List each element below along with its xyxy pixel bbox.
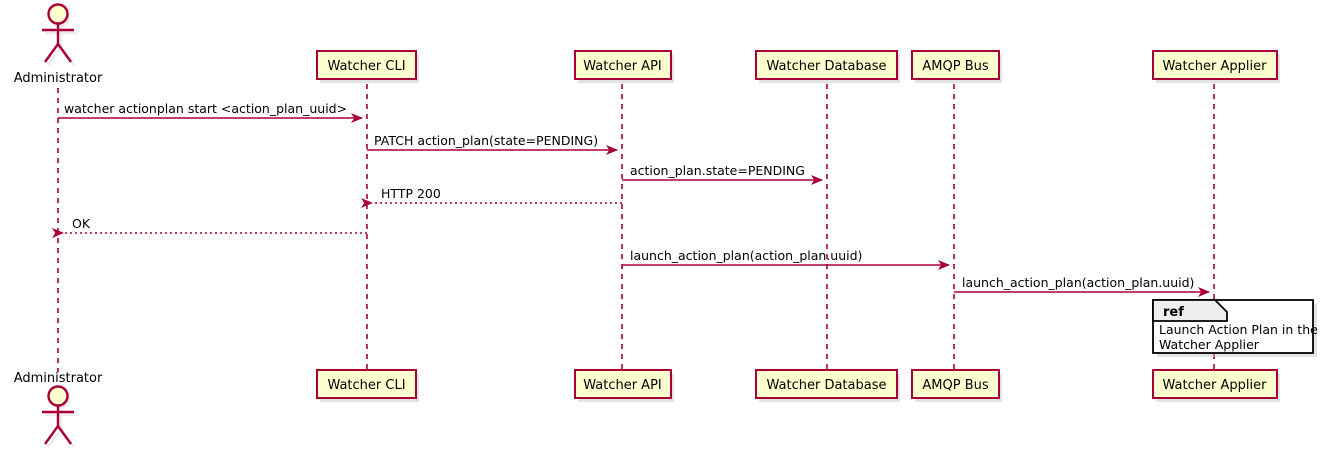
actor-leg-left xyxy=(44,43,59,63)
participant-label: Watcher API xyxy=(583,378,662,393)
actor-leg-left xyxy=(44,425,59,445)
ref-body-line-1: Launch Action Plan in the xyxy=(1159,322,1318,337)
participant-label: Watcher CLI xyxy=(327,59,405,74)
participant-box xyxy=(911,50,1000,80)
actor-figure xyxy=(42,385,74,445)
ref-fragment[interactable]: ref Launch Action Plan in the Watcher Ap… xyxy=(1152,299,1318,357)
participant-label: AMQP Bus xyxy=(922,378,988,393)
participant-label: Watcher Applier xyxy=(1163,59,1268,74)
message-7-launch-action-plan-applier[interactable]: launch_action_plan(action_plan.uuid) xyxy=(954,275,1210,297)
participant-label: Watcher CLI xyxy=(327,378,405,393)
participant-box xyxy=(1152,369,1278,399)
message-label: HTTP 200 xyxy=(381,186,441,201)
actor-bottom-administrator[interactable]: Administrator xyxy=(14,371,103,448)
message-4-http-200[interactable]: HTTP 200 xyxy=(361,186,622,208)
message-label: action_plan.state=PENDING xyxy=(630,163,805,178)
participant-box xyxy=(1152,50,1278,80)
message-label: PATCH action_plan(state=PENDING) xyxy=(374,133,598,148)
message-5-ok[interactable]: OK xyxy=(52,216,367,238)
participant-bottom-watcher-database[interactable]: Watcher Database xyxy=(755,369,900,402)
message-label: launch_action_plan(action_plan.uuid) xyxy=(630,248,862,263)
participant-box xyxy=(911,369,1000,399)
participant-box xyxy=(316,50,417,80)
participant-label: AMQP Bus xyxy=(922,59,988,74)
actor-head-icon xyxy=(47,3,69,25)
participant-top-watcher-api[interactable]: Watcher API xyxy=(574,50,674,83)
message-label: watcher actionplan start <action_plan_uu… xyxy=(64,101,347,116)
participant-box xyxy=(316,369,417,399)
ref-title-label: ref xyxy=(1163,305,1184,320)
participant-top-watcher-applier[interactable]: Watcher Applier xyxy=(1152,50,1280,83)
actor-label: Administrator xyxy=(14,71,103,86)
message-6-launch-action-plan-bus[interactable]: launch_action_plan(action_plan.uuid) xyxy=(622,248,950,270)
participant-box xyxy=(755,369,898,399)
participant-label: Watcher Applier xyxy=(1163,378,1268,393)
participant-box xyxy=(755,50,898,80)
message-label: launch_action_plan(action_plan.uuid) xyxy=(962,275,1194,290)
participant-top-watcher-cli[interactable]: Watcher CLI xyxy=(316,50,419,83)
actor-label: Administrator xyxy=(14,371,103,386)
participant-bottom-amqp-bus[interactable]: AMQP Bus xyxy=(911,369,1002,402)
participant-bottom-watcher-applier[interactable]: Watcher Applier xyxy=(1152,369,1280,402)
message-2-patch-action-plan[interactable]: PATCH action_plan(state=PENDING) xyxy=(367,133,618,155)
message-1-watcher-actionplan-start[interactable]: watcher actionplan start <action_plan_uu… xyxy=(58,101,363,123)
actor-figure xyxy=(42,3,74,63)
participant-top-amqp-bus[interactable]: AMQP Bus xyxy=(911,50,1002,83)
ref-body-line-2: Watcher Applier xyxy=(1159,337,1260,352)
participant-box xyxy=(574,50,672,80)
message-3-action-plan-state-pending[interactable]: action_plan.state=PENDING xyxy=(622,163,823,185)
participant-box xyxy=(574,369,672,399)
participant-bottom-watcher-api[interactable]: Watcher API xyxy=(574,369,674,402)
participant-label: Watcher Database xyxy=(767,378,887,393)
actor-head-icon xyxy=(47,385,69,407)
lifelines xyxy=(57,84,1215,372)
message-label: OK xyxy=(72,216,91,231)
ref-title-tab xyxy=(1152,299,1228,322)
participant-top-watcher-database[interactable]: Watcher Database xyxy=(755,50,900,83)
actor-top-administrator[interactable]: Administrator xyxy=(14,3,103,87)
actor-leg-right xyxy=(57,425,72,445)
participant-label: Watcher Database xyxy=(767,59,887,74)
participant-label: Watcher API xyxy=(583,59,662,74)
actor-leg-right xyxy=(57,43,72,63)
participant-bottom-watcher-cli[interactable]: Watcher CLI xyxy=(316,369,419,402)
